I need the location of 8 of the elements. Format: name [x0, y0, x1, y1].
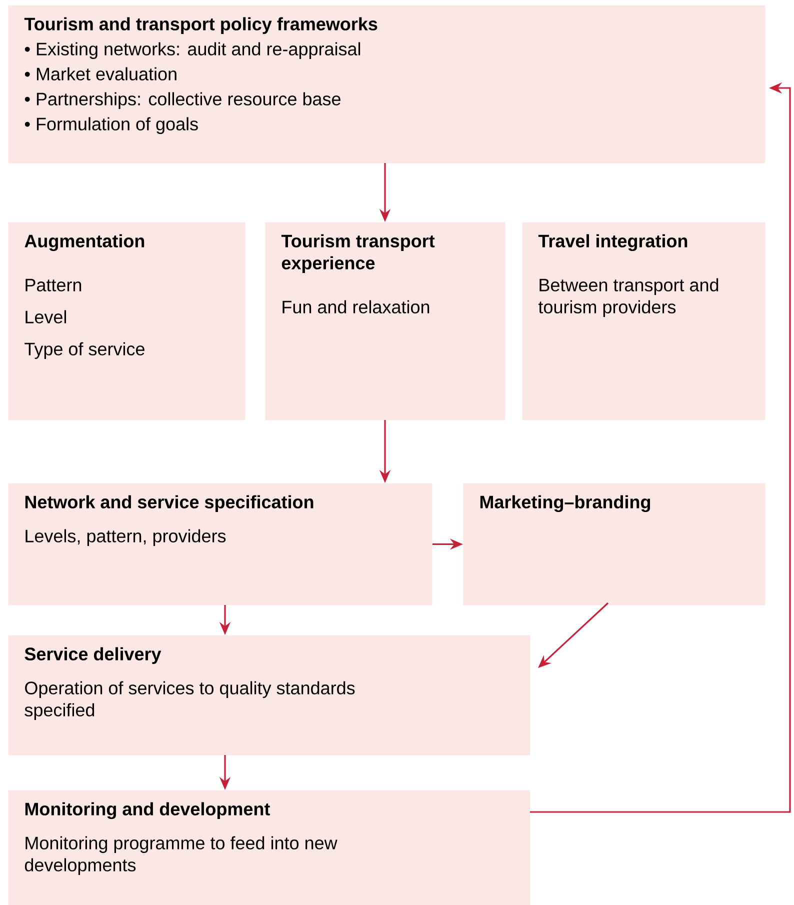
- process-box: Marketing–branding: [463, 483, 766, 606]
- process-box: Travel integration Between transport and tourism providers: [522, 222, 766, 420]
- process-box: Tourism and transport policy frameworks • Existing networks: audit and re-appraisal • Market evaluation • Partnerships: collective resource base • Formulation of goals: [8, 5, 766, 164]
- process-box: Service delivery Operation of services to quality standards specified: [8, 635, 530, 756]
- process-box: Monitoring and development Monitoring programme to feed into new developments: [8, 790, 530, 905]
- process-box: Tourism transport experience Fun and relaxation: [265, 222, 506, 420]
- process-box: Network and service specification Levels, pattern, providers: [8, 483, 432, 606]
- process-box: Augmentation Pattern Level Type of service: [8, 222, 246, 420]
